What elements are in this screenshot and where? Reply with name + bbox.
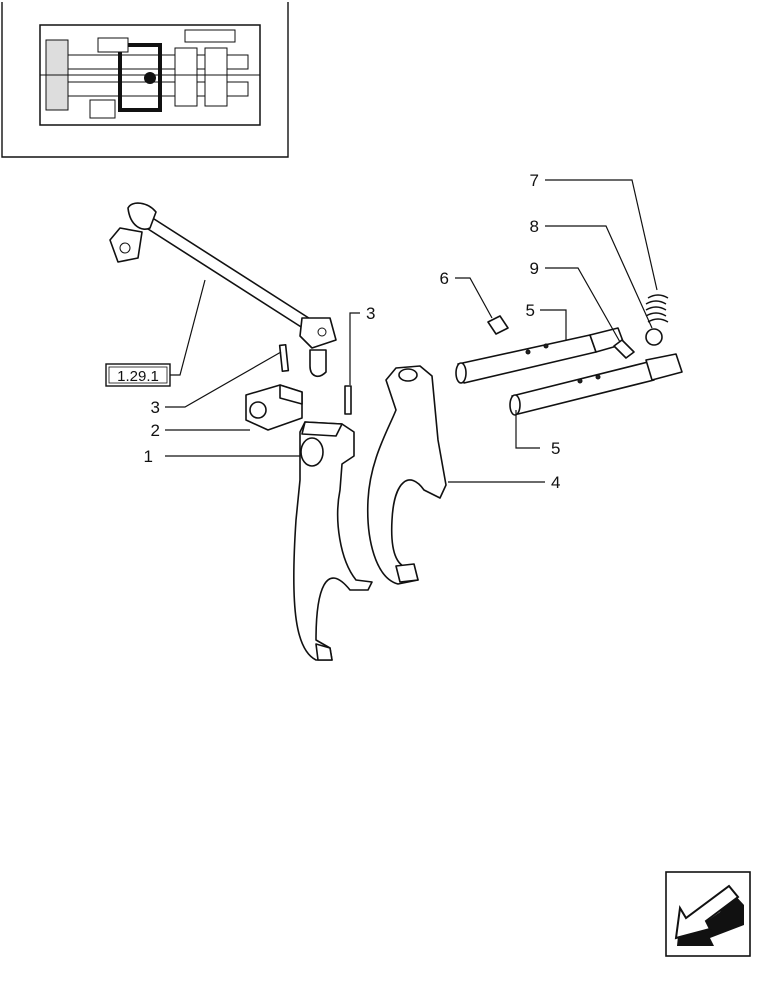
callout-6: 6 xyxy=(440,269,449,288)
selector-shaft xyxy=(109,202,337,378)
inset-thumbnail[interactable] xyxy=(1,2,289,158)
callout-5-upper: 5 xyxy=(526,301,535,320)
selector-rod-lower xyxy=(509,353,683,416)
callout-5-lower: 5 xyxy=(551,439,560,458)
shift-block xyxy=(245,384,303,431)
leader-lines xyxy=(165,179,658,483)
arrow-down-left-icon xyxy=(674,884,744,946)
callout-4: 4 xyxy=(551,473,560,492)
reference-box-label: 1.29.1 xyxy=(117,368,159,385)
callout-9: 9 xyxy=(530,259,539,278)
detent-ball xyxy=(645,328,663,346)
callout-8: 8 xyxy=(530,217,539,236)
callout-3-left: 3 xyxy=(151,398,160,417)
callout-2: 2 xyxy=(151,421,160,440)
callout-7: 7 xyxy=(530,171,539,190)
detent-spring xyxy=(645,294,669,323)
callout-3-right: 3 xyxy=(366,304,375,323)
shift-fork-4 xyxy=(366,365,447,585)
callout-1: 1 xyxy=(144,447,153,466)
shift-fork-1 xyxy=(292,421,373,661)
nav-arrow-button[interactable] xyxy=(665,871,751,957)
roll-pin-right xyxy=(344,385,352,415)
gearbox-section-image xyxy=(39,24,261,126)
reference-box[interactable]: 1.29.1 xyxy=(105,363,171,387)
roll-pin-left xyxy=(278,343,290,373)
detent-plug xyxy=(487,315,509,335)
